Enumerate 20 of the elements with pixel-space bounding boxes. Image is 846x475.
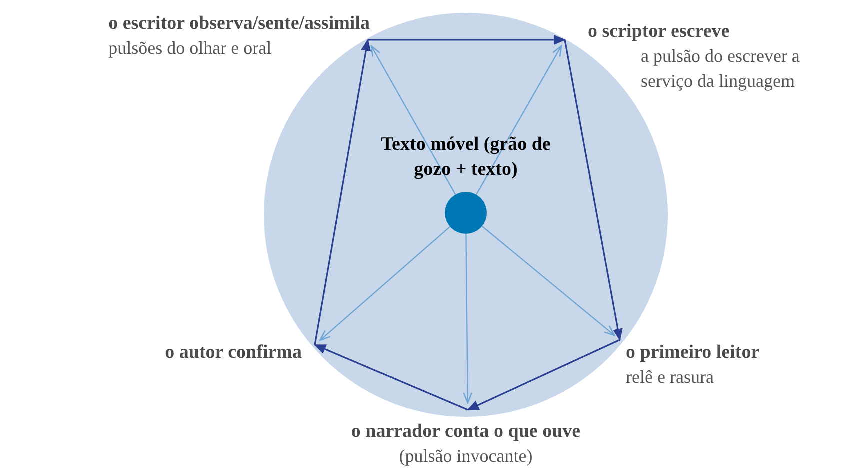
arrow (482, 226, 616, 336)
arrow (476, 45, 562, 196)
node-description: pulsões do olhar e oral (108, 37, 273, 60)
node-heading: o narrador conta o que ouve (350, 420, 582, 444)
arrow (314, 39, 372, 346)
node-description: a pulsão do escrever a serviço da linguagem (640, 45, 801, 93)
arrow (370, 45, 456, 196)
node-description: relê e rasura (626, 366, 715, 389)
arrow (463, 234, 472, 404)
arrow (314, 344, 468, 411)
node-heading: o autor confirma (164, 341, 302, 365)
arrow (320, 226, 451, 342)
node-description: (pulsão invocante) (398, 445, 534, 468)
node-heading: o primeiro leitor (626, 341, 761, 365)
arrow (368, 35, 566, 45)
center-heading: Texto móvel (grão de gozo + texto) (380, 133, 552, 182)
node-heading: o escritor observa/sente/assimila (108, 12, 370, 36)
arrow (467, 339, 620, 411)
arrow (564, 40, 623, 341)
node-heading: o scriptor escreve (588, 20, 731, 44)
